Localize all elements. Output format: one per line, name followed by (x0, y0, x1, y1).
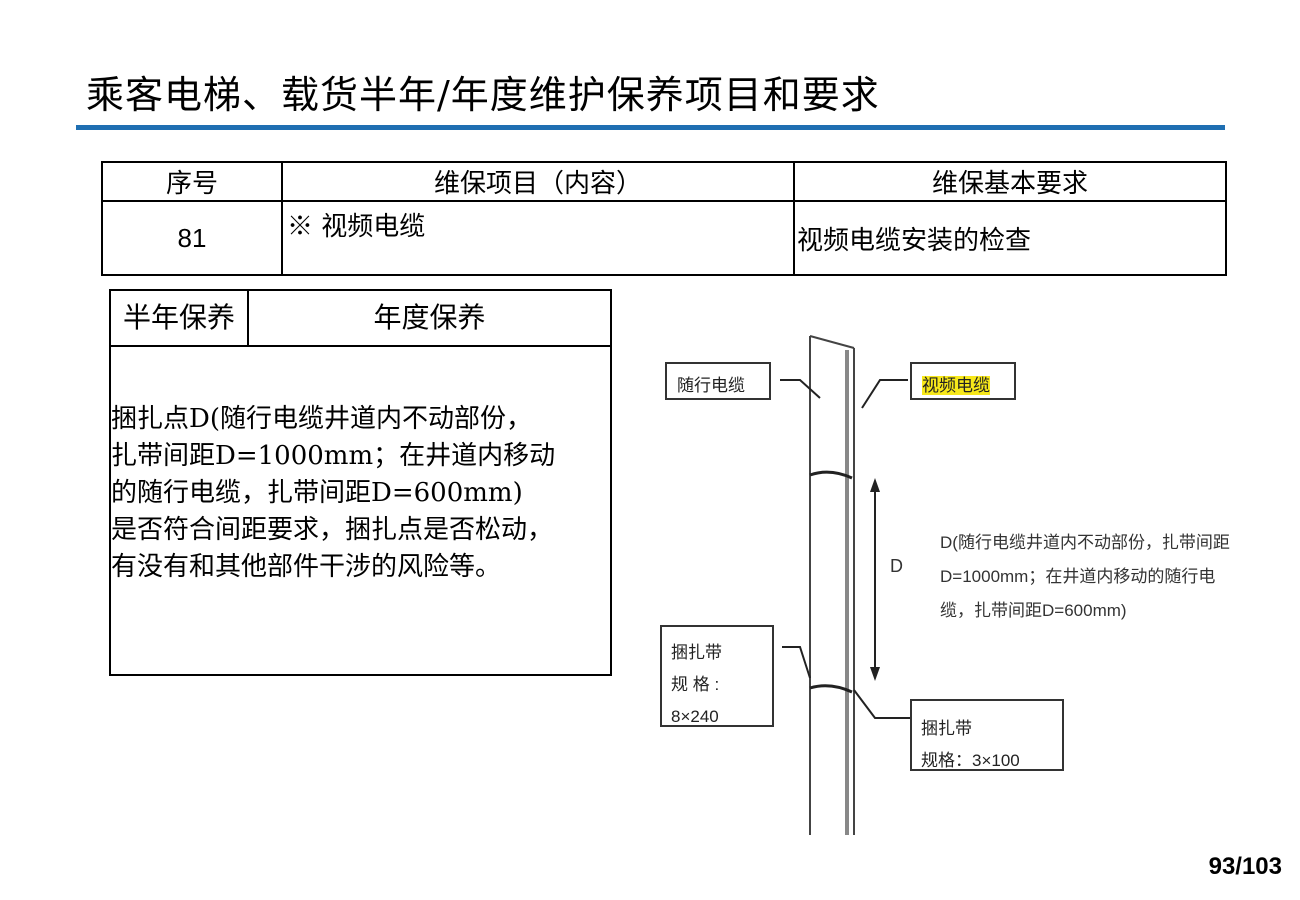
row-number: 81 (101, 200, 283, 276)
maintenance-box: 半年保养 年度保养 捆扎点D(随行电缆井道内不动部份， 扎带间距D=1000mm… (109, 289, 612, 676)
row-item: ※ 视频电缆 (281, 200, 795, 276)
title-divider (76, 125, 1225, 130)
cable-top (809, 335, 855, 349)
label-travel-cable: 随行电缆 (665, 362, 771, 400)
tie-upper (809, 470, 853, 480)
maintenance-content: 捆扎点D(随行电缆井道内不动部份， 扎带间距D=1000mm；在井道内移动 的随… (111, 404, 556, 582)
annual-label: 年度保养 (373, 301, 486, 334)
leader-tie-left (782, 646, 811, 679)
header-item: 维保项目（内容） (281, 161, 795, 202)
leader-travel-cable (780, 379, 821, 399)
diagram-drawing (780, 335, 910, 835)
maintenance-header: 半年保养 年度保养 (111, 291, 610, 347)
maintenance-table: 序号 维保项目（内容） 维保基本要求 81 ※ 视频电缆 视频电缆安装的检查 (101, 161, 1227, 276)
leader-video-cable (861, 379, 908, 409)
table-row: 81 ※ 视频电缆 视频电缆安装的检查 (101, 200, 1227, 276)
label-video-cable: 视频电缆 (910, 362, 1016, 400)
diagram-note: D(随行电缆井道内不动部份，扎带间距D=1000mm；在井道内移动的随行电缆，扎… (940, 533, 1230, 620)
tie-lower (809, 684, 853, 694)
header-requirement: 维保基本要求 (793, 161, 1227, 202)
d-arrow-up (870, 478, 880, 492)
d-arrow-down (870, 667, 880, 681)
page-number: 93/103 (1208, 853, 1282, 880)
page-title: 乘客电梯、载货半年/年度维护保养项目和要求 (86, 73, 880, 117)
label-tie-right: 捆扎带 规格：3×100 (910, 699, 1064, 771)
table-header-row: 序号 维保项目（内容） 维保基本要求 (101, 161, 1227, 202)
header-number: 序号 (101, 161, 283, 202)
half-year-label: 半年保养 (111, 291, 249, 345)
leader-tie-right (853, 689, 910, 719)
label-tie-left: 捆扎带 规 格 : 8×240 (660, 625, 774, 727)
row-requirement: 视频电缆安装的检查 (793, 200, 1227, 276)
d-dimension-label: D (890, 556, 903, 576)
cable-diagram: 随行电缆 视频电缆 捆扎带 规 格 : 8×240 捆扎带 规格：3×100 D… (640, 320, 1240, 840)
